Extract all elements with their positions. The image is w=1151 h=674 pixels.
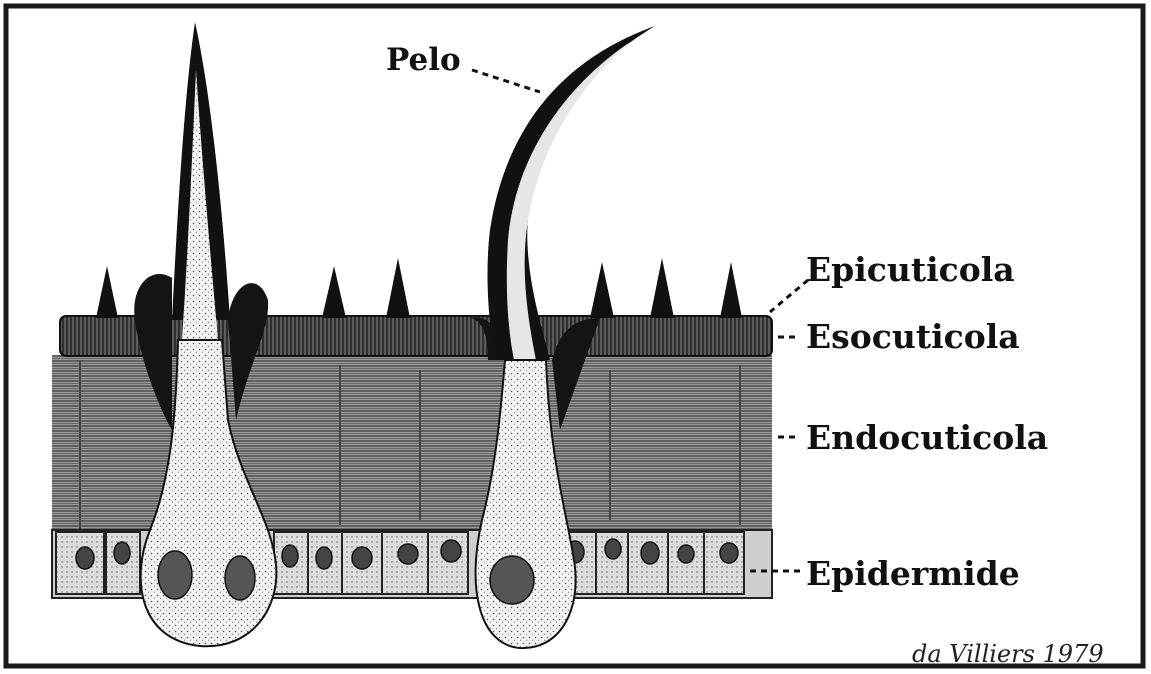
- credit-text: da Villiers 1979: [912, 640, 1104, 668]
- label-epidermide: Epidermide: [806, 557, 1020, 590]
- label-epicuticola: Epicuticola: [806, 253, 1015, 286]
- label-pelo: Pelo: [386, 45, 461, 76]
- label-esocuticola: Esocuticola: [806, 320, 1020, 353]
- leader-epicuticola: [770, 280, 808, 312]
- leader-pelo: [472, 70, 540, 92]
- label-endocuticola: Endocuticola: [806, 421, 1048, 454]
